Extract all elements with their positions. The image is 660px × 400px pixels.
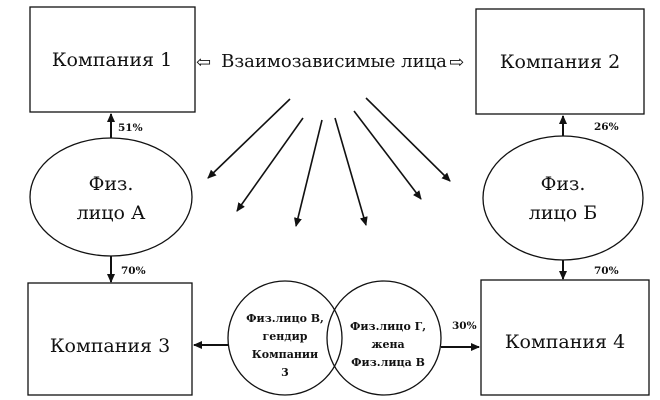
share-a-company-1: 51% [118,122,143,134]
person-v-circle: Физ.лицо В, гендир Компании 3 [227,280,343,396]
relation-label-group: ⇦ Взаимозависимые лица ⇨ [196,51,464,73]
relation-arrow [353,110,422,200]
person-b-line1: Физ. [541,173,586,195]
relation-label: Взаимозависимые лица [221,51,447,72]
company-3-label: Компания 3 [50,335,170,357]
right-double-arrow-icon: ⇨ [449,52,464,73]
company-2-box: Компания 2 [475,8,645,115]
person-g-circle: Физ.лицо Г, жена Физ.лица В [326,280,442,396]
person-v-line1: Физ.лицо В, [246,312,324,325]
relation-arrows [207,97,451,227]
relation-arrow [236,117,304,212]
company-4-label: Компания 4 [505,331,625,353]
person-g-line3: Физ.лица В [351,356,425,369]
person-a-line2: лицо А [77,202,146,224]
person-b-ellipse: Физ. лицо Б [482,135,644,261]
person-a-line1: Физ. [89,173,134,195]
company-2-label: Компания 2 [500,51,620,73]
relation-arrow [294,119,323,227]
relation-arrow [334,117,368,226]
company-4-box: Компания 4 [480,279,650,396]
share-b-company-2: 26% [594,121,619,133]
person-g-line1: Физ.лицо Г, [350,320,426,333]
person-b-line2: лицо Б [529,202,597,224]
share-a-company-3: 70% [121,265,146,277]
relation-arrow [365,97,451,182]
person-v-line4: 3 [281,366,289,379]
person-v-line3: Компании [252,348,318,361]
company-3-box: Компания 3 [27,282,193,396]
person-a-ellipse: Физ. лицо А [29,137,193,257]
person-v-line2: гендир [263,330,308,343]
share-b-company-4: 70% [594,265,619,277]
ownership-arrows [107,113,567,351]
person-g-line2: жена [371,338,404,351]
share-g-company-4: 30% [452,320,477,332]
company-1-label: Компания 1 [52,49,172,71]
company-1-box: Компания 1 [29,6,196,113]
relation-arrow [207,98,291,179]
left-double-arrow-icon: ⇦ [196,52,211,73]
